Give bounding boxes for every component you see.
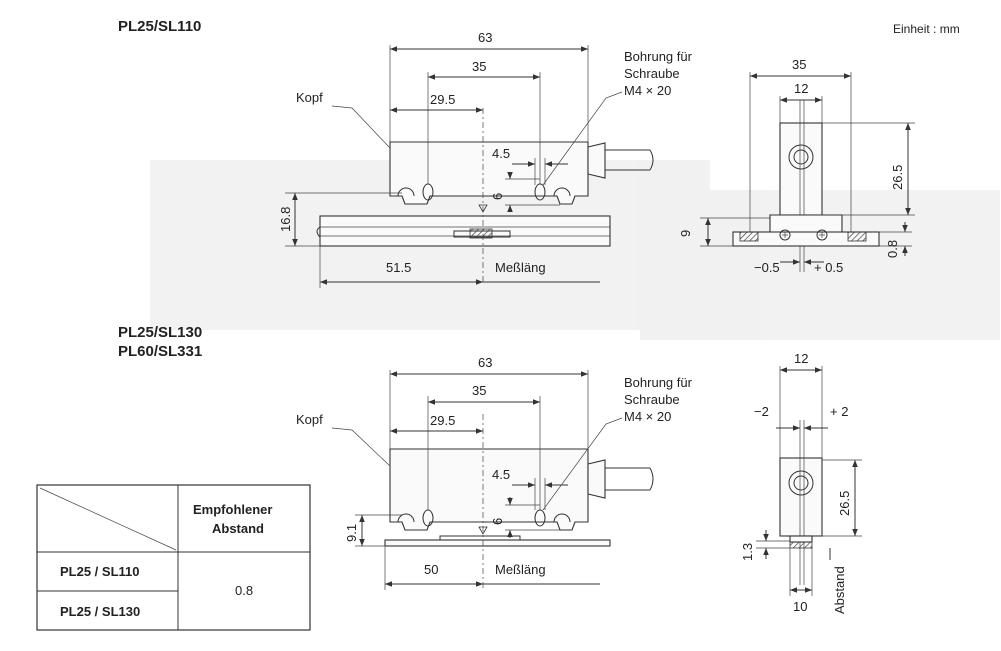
dim2-4-5: 4.5 — [492, 467, 510, 482]
side2-10: 10 — [793, 599, 807, 614]
recommended-gap-table: Empfohlener Abstand PL25 / SL110 PL25 / … — [36, 484, 311, 631]
dim1-6: 6 — [490, 193, 505, 200]
dim1-51-5: 51.5 — [386, 260, 411, 275]
dim1-messlaeng: Meßläng — [495, 260, 546, 275]
side-view-1: 35 12 26.5 9 0.8 −0.5 + 0.5 — [678, 57, 915, 275]
side2-1-3: 1.3 — [740, 543, 755, 561]
side1-35: 35 — [792, 57, 806, 72]
label2-kopf: Kopf — [296, 412, 323, 427]
side2-26-5: 26.5 — [837, 491, 852, 516]
side1-26-5: 26.5 — [890, 165, 905, 190]
drawing-1: PL25/SL110 63 — [118, 18, 693, 288]
label2-bohrung-line3: M4 × 20 — [624, 409, 671, 424]
dim1-35: 35 — [472, 59, 486, 74]
dim1-4-5: 4.5 — [492, 146, 510, 161]
scale-strip-1 — [316, 215, 611, 247]
dim2-29-5: 29.5 — [430, 413, 455, 428]
label1-bohrung-line2: Schraube — [624, 66, 680, 81]
label2-bohrung-line1: Bohrung für — [624, 375, 693, 390]
dim1-16-8: 16.8 — [278, 207, 293, 232]
dim1-63: 63 — [478, 30, 492, 45]
drawing2-title-b: PL60/SL331 — [118, 343, 202, 360]
unit-label: Einheit : mm — [893, 22, 960, 36]
dim2-9-1: 9.1 — [344, 524, 359, 542]
dim2-50: 50 — [424, 562, 438, 577]
dim2-messlaeng: Meßläng — [495, 562, 546, 577]
sensor-head-2 — [389, 448, 654, 531]
side2-minus-2: −2 — [754, 404, 769, 419]
scale-strip-2 — [384, 535, 611, 547]
table-row-pl25-sl130: PL25 / SL130 — [60, 604, 140, 619]
label2-bohrung-line2: Schraube — [624, 392, 680, 407]
label1-bohrung-line1: Bohrung für — [624, 49, 693, 64]
label1-kopf: Kopf — [296, 90, 323, 105]
dim2-6: 6 — [490, 518, 505, 525]
table-row-pl25-sl110: PL25 / SL110 — [60, 564, 140, 579]
label1-bohrung-line3: M4 × 20 — [624, 83, 671, 98]
drawing-2: PL25/SL130 PL60/SL331 63 35 — [118, 324, 693, 590]
side2-plus-2: + 2 — [830, 404, 848, 419]
dim2-35: 35 — [472, 383, 486, 398]
table-header-line2: Abstand — [212, 521, 264, 536]
side1-plus-0-5: + 0.5 — [814, 260, 843, 275]
side1-12: 12 — [794, 81, 808, 96]
side2-12: 12 — [794, 351, 808, 366]
side-view-2: 12 −2 + 2 26.5 1.3 10 Abstand — [740, 351, 862, 614]
table-value: 0.8 — [235, 583, 253, 598]
side1-minus-0-5: −0.5 — [754, 260, 780, 275]
dim2-63: 63 — [478, 355, 492, 370]
drawing1-title: PL25/SL110 — [118, 18, 201, 35]
side1-0-8: 0.8 — [885, 240, 900, 258]
drawing2-title-a: PL25/SL130 — [118, 324, 202, 341]
table-header-line1: Empfohlener — [193, 502, 272, 517]
side1-9: 9 — [678, 230, 693, 237]
dim1-29-5: 29.5 — [430, 92, 455, 107]
side2-abstand: Abstand — [832, 566, 847, 614]
